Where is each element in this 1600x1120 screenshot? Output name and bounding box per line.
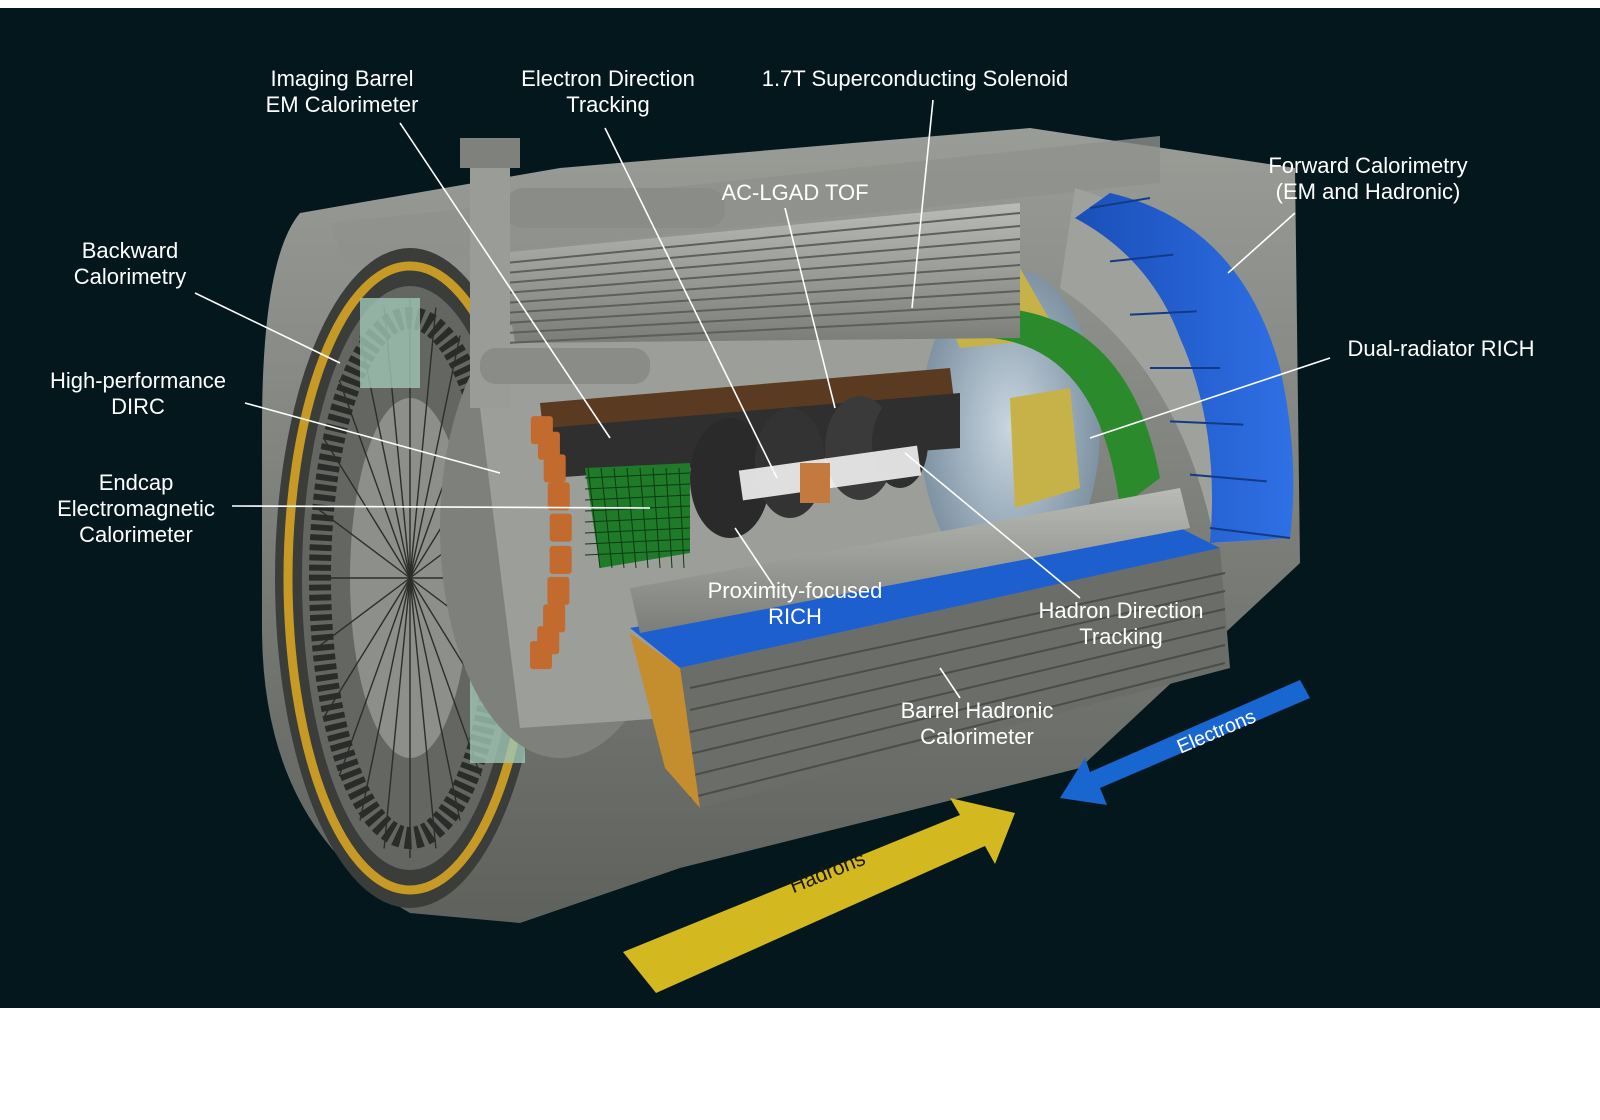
hadron-arrow xyxy=(623,798,1015,993)
leader-prox-rich xyxy=(734,527,776,589)
leader-backward-cal xyxy=(194,292,341,364)
electron-arrow xyxy=(1060,680,1310,805)
label-forward-cal: Forward Calorimetry(EM and Hadronic) xyxy=(1268,153,1468,204)
inner-detectors xyxy=(530,368,960,670)
leader-solenoid xyxy=(911,99,934,309)
leader-hadron-tracking xyxy=(904,452,1081,599)
label-dual-rich: Dual-radiator RICH xyxy=(1347,336,1535,361)
leader-barrel-hadronic xyxy=(939,667,961,699)
leader-endcap-em xyxy=(231,505,651,509)
label-ac-lgad: AC-LGAD TOF xyxy=(721,180,869,205)
leader-lines xyxy=(194,99,1331,699)
leader-ac-lgad xyxy=(784,207,836,409)
leader-dual-rich xyxy=(1089,357,1331,439)
forward-calorimeter xyxy=(1060,188,1294,543)
leader-forward-cal xyxy=(1227,212,1296,274)
leader-imaging-barrel xyxy=(399,122,611,439)
label-solenoid: 1.7T Superconducting Solenoid xyxy=(761,66,1069,91)
top-barrel-staves xyxy=(460,138,1021,408)
bottom-hadronic-calorimeter xyxy=(630,488,1230,808)
leader-dirc xyxy=(244,402,501,474)
detector-illustration xyxy=(194,99,1331,993)
leader-electron-tracking xyxy=(604,127,778,479)
